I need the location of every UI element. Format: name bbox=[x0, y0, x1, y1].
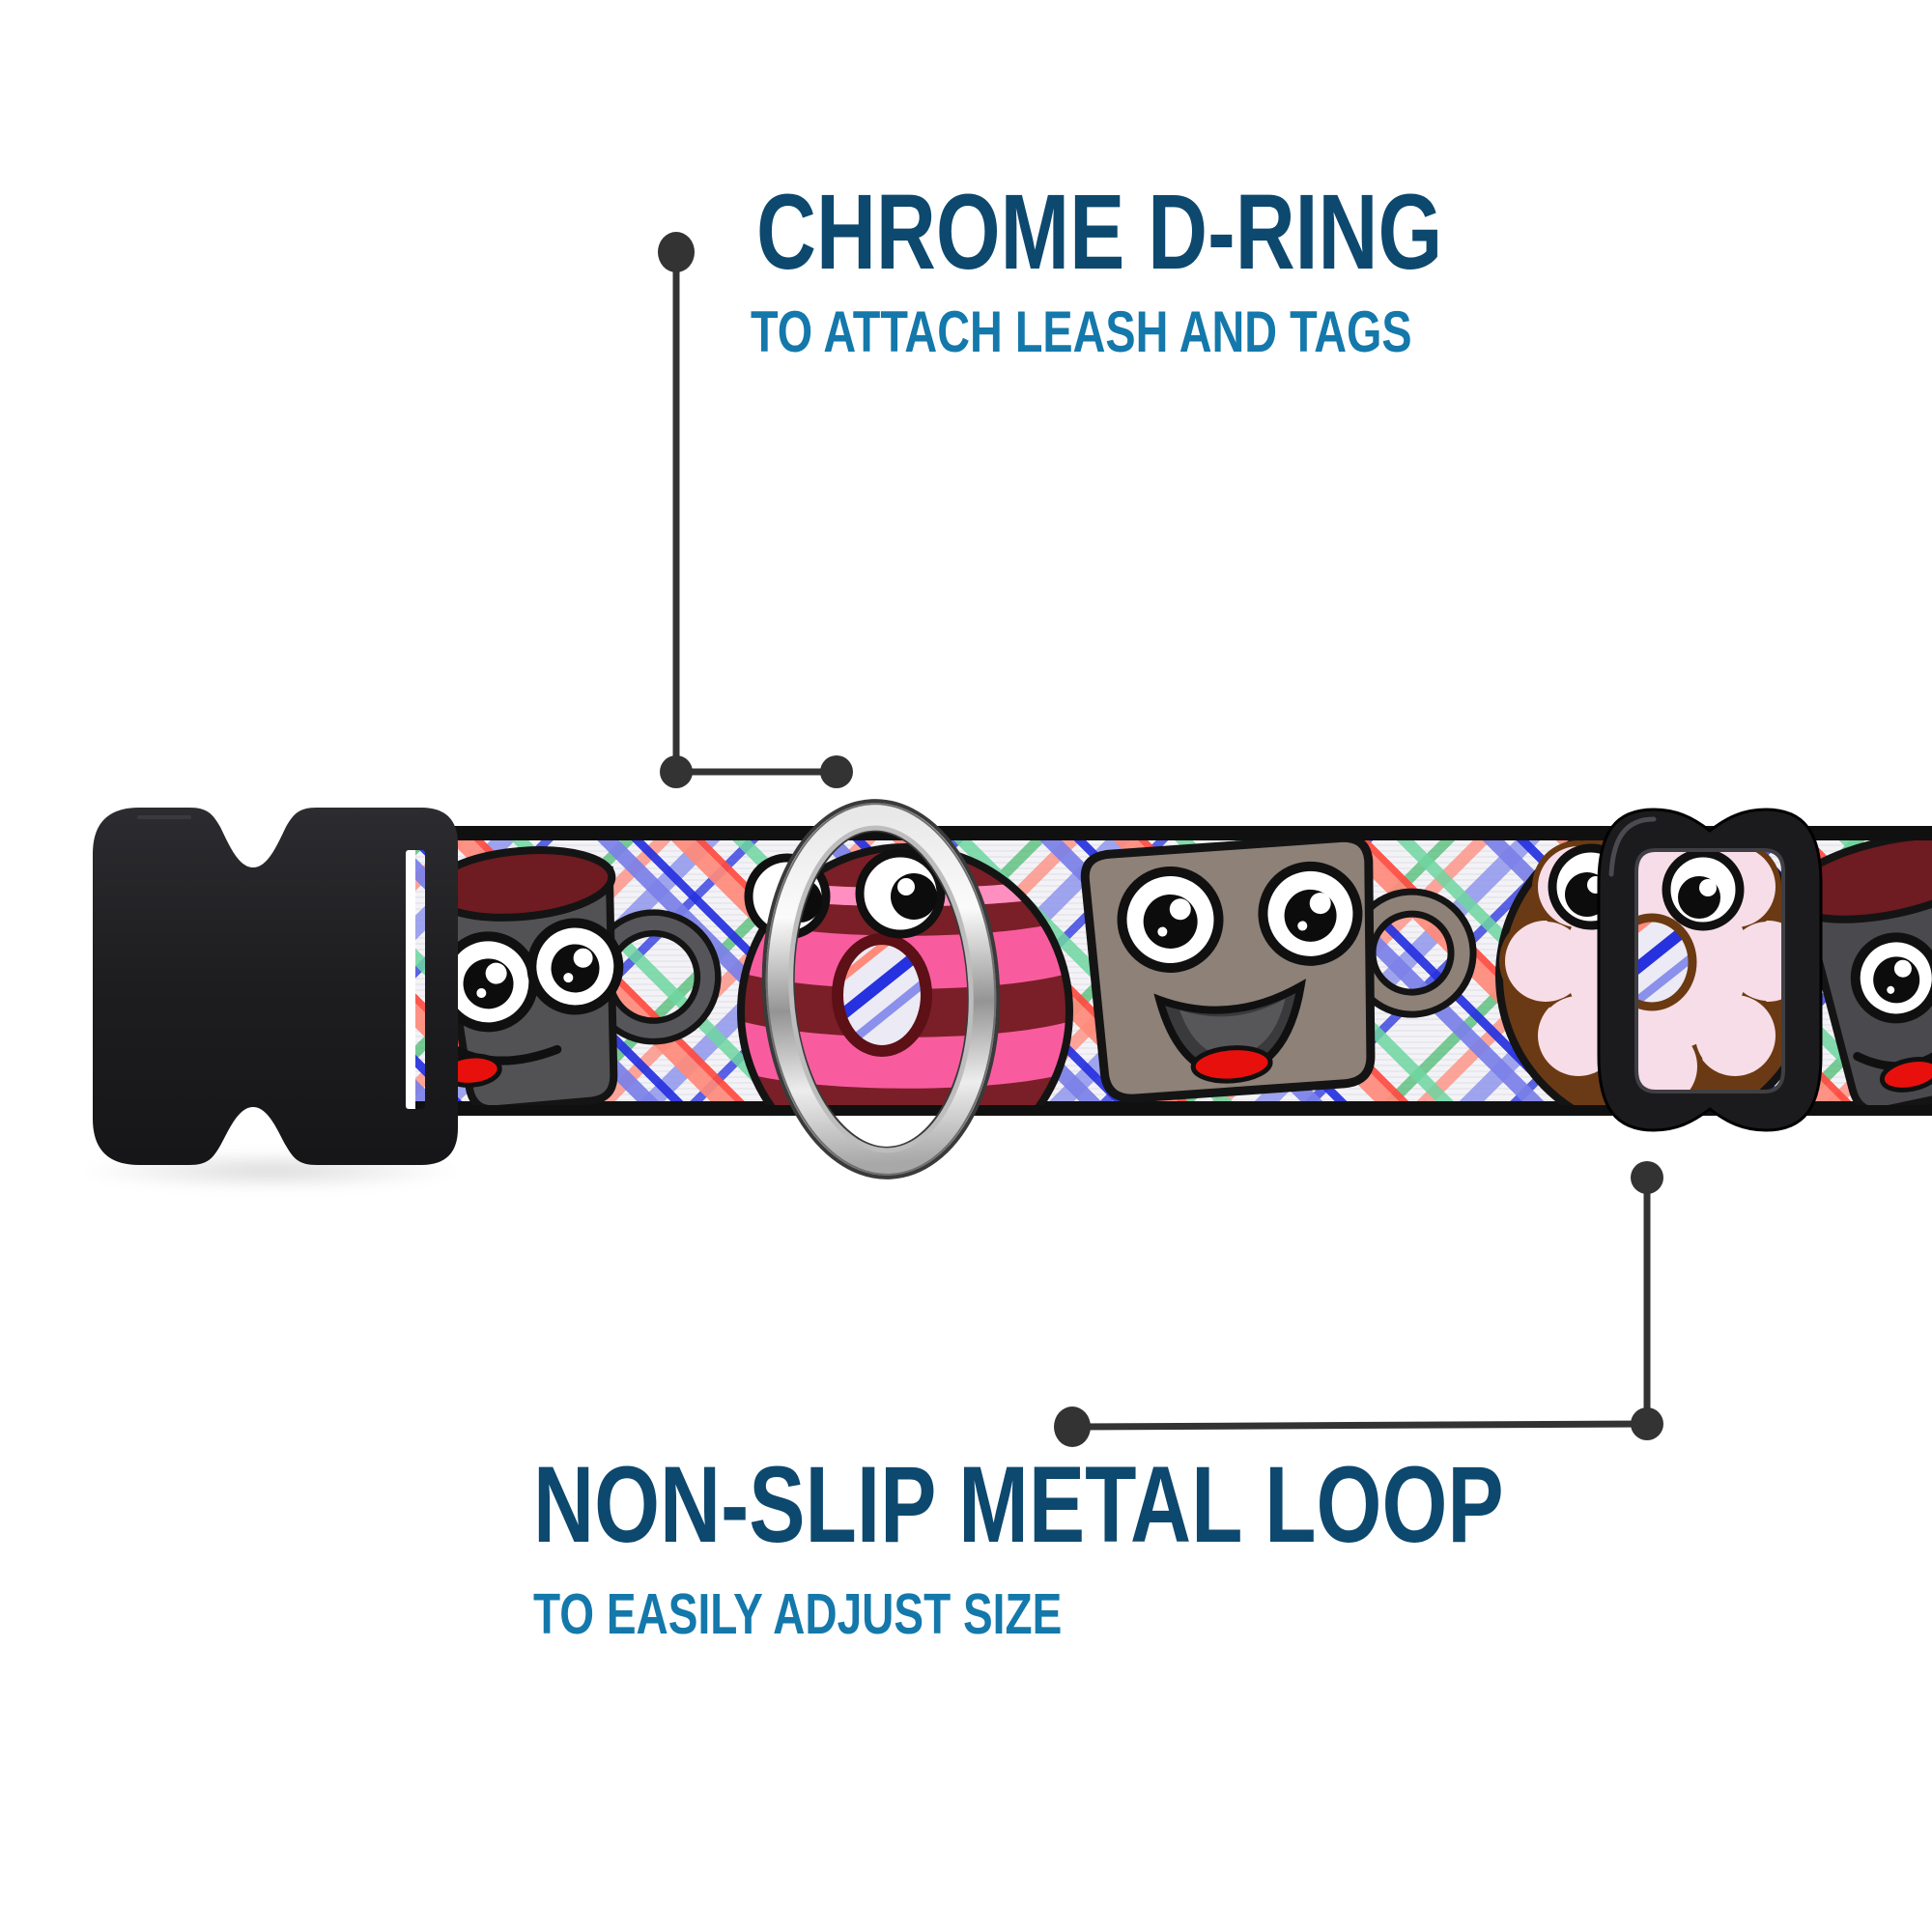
top-callout-title-text: CHROME D-RING bbox=[756, 173, 1443, 292]
top-callout-corner-dot bbox=[660, 755, 693, 788]
top-callout-title: CHROME D-RING bbox=[756, 180, 1636, 286]
bottom-callout-line bbox=[1054, 1161, 1663, 1447]
top-callout-anchor-dot bbox=[658, 232, 695, 272]
top-callout-subtitle: TO ATTACH LEASH AND TAGS bbox=[751, 303, 1599, 361]
bottom-callout-end-dot bbox=[1054, 1406, 1091, 1447]
bottom-callout-subtitle: TO EASILY ADJUST SIZE bbox=[533, 1586, 1211, 1643]
bottom-callout-title-text: NON-SLIP METAL LOOP bbox=[533, 1444, 1504, 1565]
bottom-callout-anchor-dot bbox=[1631, 1161, 1663, 1194]
top-callout-subtitle-text: TO ATTACH LEASH AND TAGS bbox=[751, 299, 1412, 364]
bottom-callout-subtitle-text: TO EASILY ADJUST SIZE bbox=[533, 1582, 1063, 1646]
bottom-callout-corner-dot bbox=[1631, 1407, 1663, 1440]
collar-strap bbox=[415, 826, 1932, 1116]
top-callout-end-dot bbox=[820, 755, 853, 788]
bottom-callout-title: NON-SLIP METAL LOOP bbox=[533, 1451, 1777, 1559]
buckle-shadow bbox=[77, 1151, 464, 1190]
